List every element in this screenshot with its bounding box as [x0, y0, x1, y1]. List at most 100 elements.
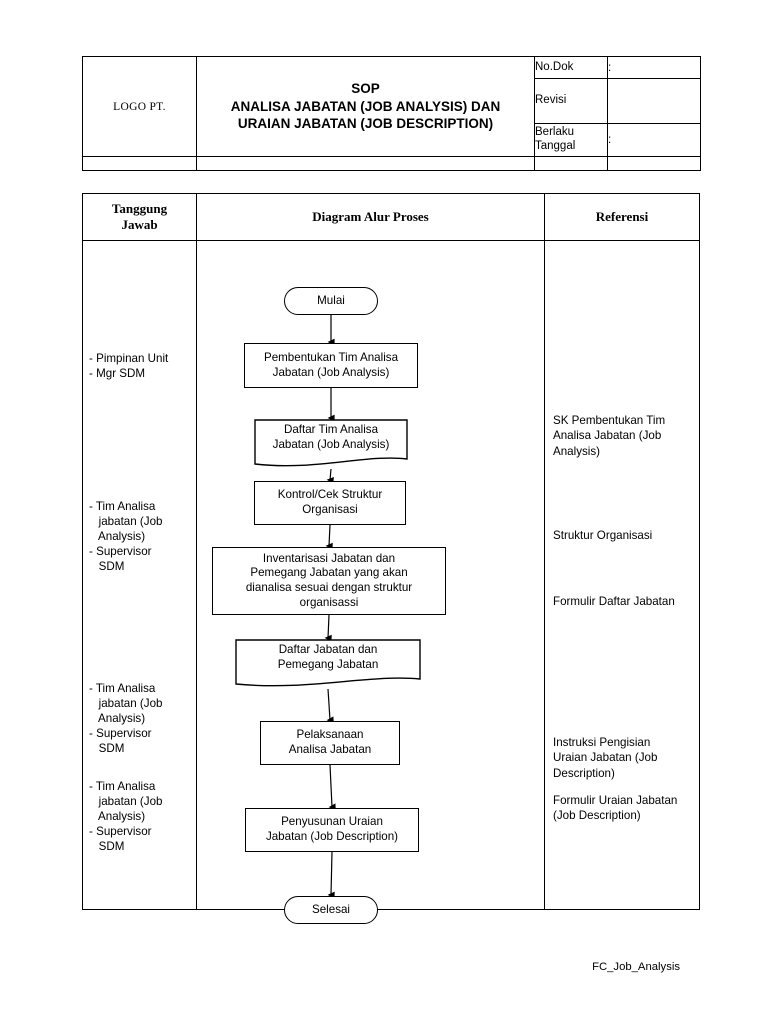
flow-node-label-line: Kontrol/Cek Struktur: [277, 488, 383, 502]
document-shape-outline: [235, 639, 421, 687]
reference-line: SK Pembentukan Tim: [553, 414, 666, 427]
responsibility-line: jabatan (Job: [89, 697, 163, 711]
responsibility-line: - Supervisor: [89, 727, 152, 741]
document-header-table: LOGO PT. SOP ANALISA JABATAN (JOB ANALYS…: [82, 56, 701, 171]
header-row-nodok: LOGO PT. SOP ANALISA JABATAN (JOB ANALYS…: [82, 56, 701, 157]
procedure-table: Tanggung Jawab Diagram Alur Proses Refer…: [82, 193, 700, 924]
responsibility-line: jabatan (Job: [89, 515, 163, 529]
flow-node-label-line: Pemegang Jabatan: [277, 658, 379, 671]
flow-connector-daftar-jabatan-to-pelaksanaan: [326, 688, 334, 724]
responsibility-line: - Pimpinan Unit: [89, 352, 169, 365]
flow-node-label-line: dianalisa sesuai dengan struktur: [245, 581, 413, 594]
header-row-blank: [82, 156, 701, 171]
header-blank-title-cell: [196, 156, 535, 171]
meta-label-berlaku-line2: Tanggal: [535, 140, 576, 152]
flow-node-label-line: Jabatan (Job Analysis): [272, 438, 390, 451]
flow-node-label-line: Mulai: [317, 293, 345, 307]
meta-value-berlaku-tanggal[interactable]: :: [607, 123, 701, 157]
flow-node-label-line: Jabatan (Job Analysis): [272, 365, 390, 379]
responsibility-line: - Tim Analisa: [89, 500, 156, 513]
meta-label-nodok: No.Dok: [534, 56, 608, 79]
responsibility-line: - Tim Analisa: [89, 780, 156, 793]
reference-block: Formulir Uraian Jabatan (Job Description): [553, 793, 697, 824]
responsibility-line: Analysis): [89, 530, 146, 544]
responsibility-column: - Pimpinan Unit - Mgr SDM - Tim Analisa ja…: [82, 240, 197, 910]
responsibility-line: - Supervisor: [89, 545, 152, 559]
responsibility-block: - Tim Analisa jabatan (Job Analysis)- Su…: [89, 499, 193, 574]
responsibility-block: - Pimpinan Unit - Mgr SDM: [89, 351, 193, 381]
column-header-tanggung-jawab-line2: Jawab: [121, 217, 158, 232]
responsibility-line: - Mgr SDM: [89, 367, 146, 381]
flow-node-label-line: Pembentukan Tim Analisa: [263, 350, 399, 364]
reference-line: Formulir Uraian Jabatan: [553, 794, 678, 807]
meta-value-blank[interactable]: [607, 156, 701, 171]
meta-value-nodok[interactable]: :: [607, 56, 701, 79]
responsibility-line: Analysis): [89, 810, 146, 824]
responsibility-line: SDM: [89, 840, 125, 854]
reference-line: Instruksi Pengisian: [553, 736, 651, 749]
reference-block: Formulir Daftar Jabatan: [553, 594, 697, 609]
flow-node-label-line: Daftar Jabatan dan: [278, 643, 378, 657]
responsibility-line: - Tim Analisa: [89, 682, 156, 695]
meta-label-revisi: Revisi: [534, 78, 608, 124]
footer-file-reference: FC_Job_Analysis: [592, 961, 680, 973]
procedure-table-body-row: - Pimpinan Unit - Mgr SDM - Tim Analisa ja…: [82, 240, 700, 924]
document-title-cell: SOP ANALISA JABATAN (JOB ANALYSIS) DAN U…: [196, 56, 535, 157]
logo-cell: LOGO PT.: [82, 56, 197, 157]
flow-node-label-line: Analisa Jabatan: [288, 743, 372, 756]
flow-node-label-line: Organisasi: [302, 503, 358, 516]
flow-node-label: Mulai: [317, 294, 345, 309]
reference-line: Analisa Jabatan (Job: [553, 429, 662, 443]
flow-node-label: Selesai: [312, 903, 350, 918]
flow-node-label-line: organisassi: [299, 595, 359, 609]
header-row-revisi: Revisi: [83, 78, 701, 124]
flow-node-label-line: Penyusunan Uraian: [281, 815, 383, 829]
flow-connector-kontrol-cek-to-inventarisasi: [325, 524, 333, 550]
meta-label-berlaku-tanggal: Berlaku Tanggal: [534, 123, 608, 157]
meta-label-berlaku-line1: Berlaku: [535, 126, 574, 139]
flow-node-label-line: Selesai: [311, 902, 351, 916]
meta-value-revisi[interactable]: [607, 78, 701, 124]
column-header-tanggung-jawab: Tanggung Jawab: [82, 193, 197, 241]
column-header-diagram-alur-proses: Diagram Alur Proses: [196, 193, 545, 241]
flow-connector-daftar-tim-to-kontrol-cek: [326, 468, 334, 484]
title-line-1: SOP: [351, 80, 380, 96]
flow-connector-penyusunan-to-selesai: [327, 851, 335, 899]
flow-node-label-line: Pemegang Jabatan yang akan: [250, 566, 408, 580]
responsibility-block: - Tim Analisa jabatan (Job Analysis)- Su…: [89, 779, 193, 854]
responsibility-line: Analysis): [89, 712, 146, 726]
meta-label-blank: [534, 156, 608, 171]
reference-line: (Job Description): [553, 809, 641, 823]
flow-node-label-line: Pelaksanaan: [296, 728, 364, 742]
header-blank-logo-cell: [82, 156, 197, 171]
responsibility-line: SDM: [89, 742, 125, 756]
flow-node-mulai: Mulai: [284, 287, 378, 315]
responsibility-line: SDM: [89, 560, 125, 574]
flowchart-connectors: [324, 315, 336, 899]
flow-connector-pelaksanaan-to-penyusunan: [328, 764, 336, 811]
responsibility-line: jabatan (Job: [89, 795, 163, 809]
document-shape-outline: [254, 419, 408, 467]
reference-line: Struktur Organisasi: [553, 529, 653, 542]
column-header-referensi: Referensi: [544, 193, 700, 241]
flow-node-label-line: Inventarisasi Jabatan dan: [262, 551, 396, 565]
column-header-tanggung-jawab-line1: Tanggung: [111, 200, 168, 216]
procedure-table-header-row: Tanggung Jawab Diagram Alur Proses Refer…: [82, 193, 700, 241]
